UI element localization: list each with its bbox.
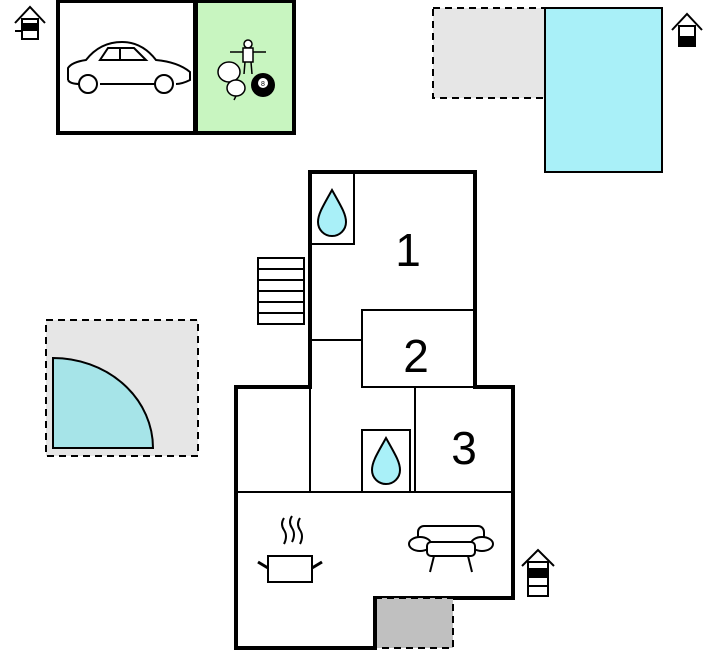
sofa-icon [408, 525, 494, 573]
room-number-1: 1 [395, 224, 421, 276]
billiards-ball-icon: 8 [251, 73, 275, 97]
room-number-2: 2 [403, 330, 429, 382]
shower-icon [370, 435, 402, 485]
paved-area [374, 597, 454, 649]
shower-icon [316, 187, 348, 237]
svg-text:8: 8 [261, 81, 265, 88]
games-room: 8 [193, 0, 296, 135]
interior-walls [236, 171, 513, 493]
car-icon [67, 40, 191, 94]
table-football-icon [230, 39, 266, 75]
hot-tub [52, 356, 155, 449]
cooking-pot-icon [257, 515, 323, 583]
house-entrance-icon [521, 548, 555, 597]
table-tennis-icon [217, 61, 246, 101]
pool-terrace [432, 7, 546, 99]
house-entrance-icon [671, 12, 703, 47]
house-entrance-icon [14, 5, 46, 40]
swimming-pool [544, 7, 663, 173]
stairs-icon [257, 257, 305, 325]
room-number-3: 3 [451, 422, 477, 474]
garage [56, 0, 199, 135]
